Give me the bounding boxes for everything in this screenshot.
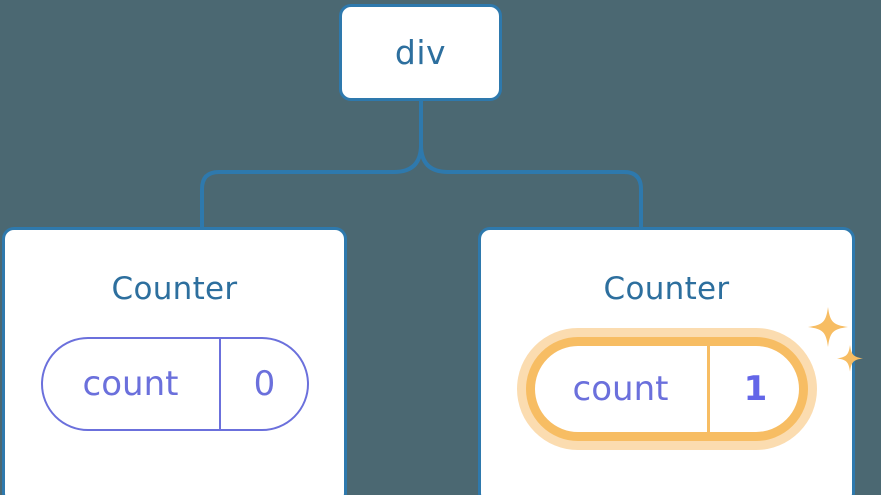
tree-node-counter-right[interactable]: Counter count 1 — [478, 227, 863, 495]
sparkle-icon — [807, 307, 863, 372]
counter-title-left: Counter — [111, 271, 238, 307]
state-pill-wrapper-right: count 1 — [525, 307, 863, 441]
state-pill-right-highlighted[interactable]: count 1 — [525, 337, 808, 441]
counter-title-right: Counter — [603, 271, 730, 307]
state-value-left: 0 — [218, 339, 307, 429]
state-pill-wrapper-left: count 0 — [40, 337, 309, 431]
tree-node-counter-left[interactable]: Counter count 0 — [2, 227, 347, 495]
state-value-right: 1 — [706, 346, 799, 432]
root-node-label: div — [394, 33, 447, 72]
state-key-right: count — [572, 369, 669, 409]
state-key-left: count — [82, 364, 179, 404]
state-pill-left[interactable]: count 0 — [40, 337, 309, 431]
tree-node-root[interactable]: div — [339, 4, 502, 101]
